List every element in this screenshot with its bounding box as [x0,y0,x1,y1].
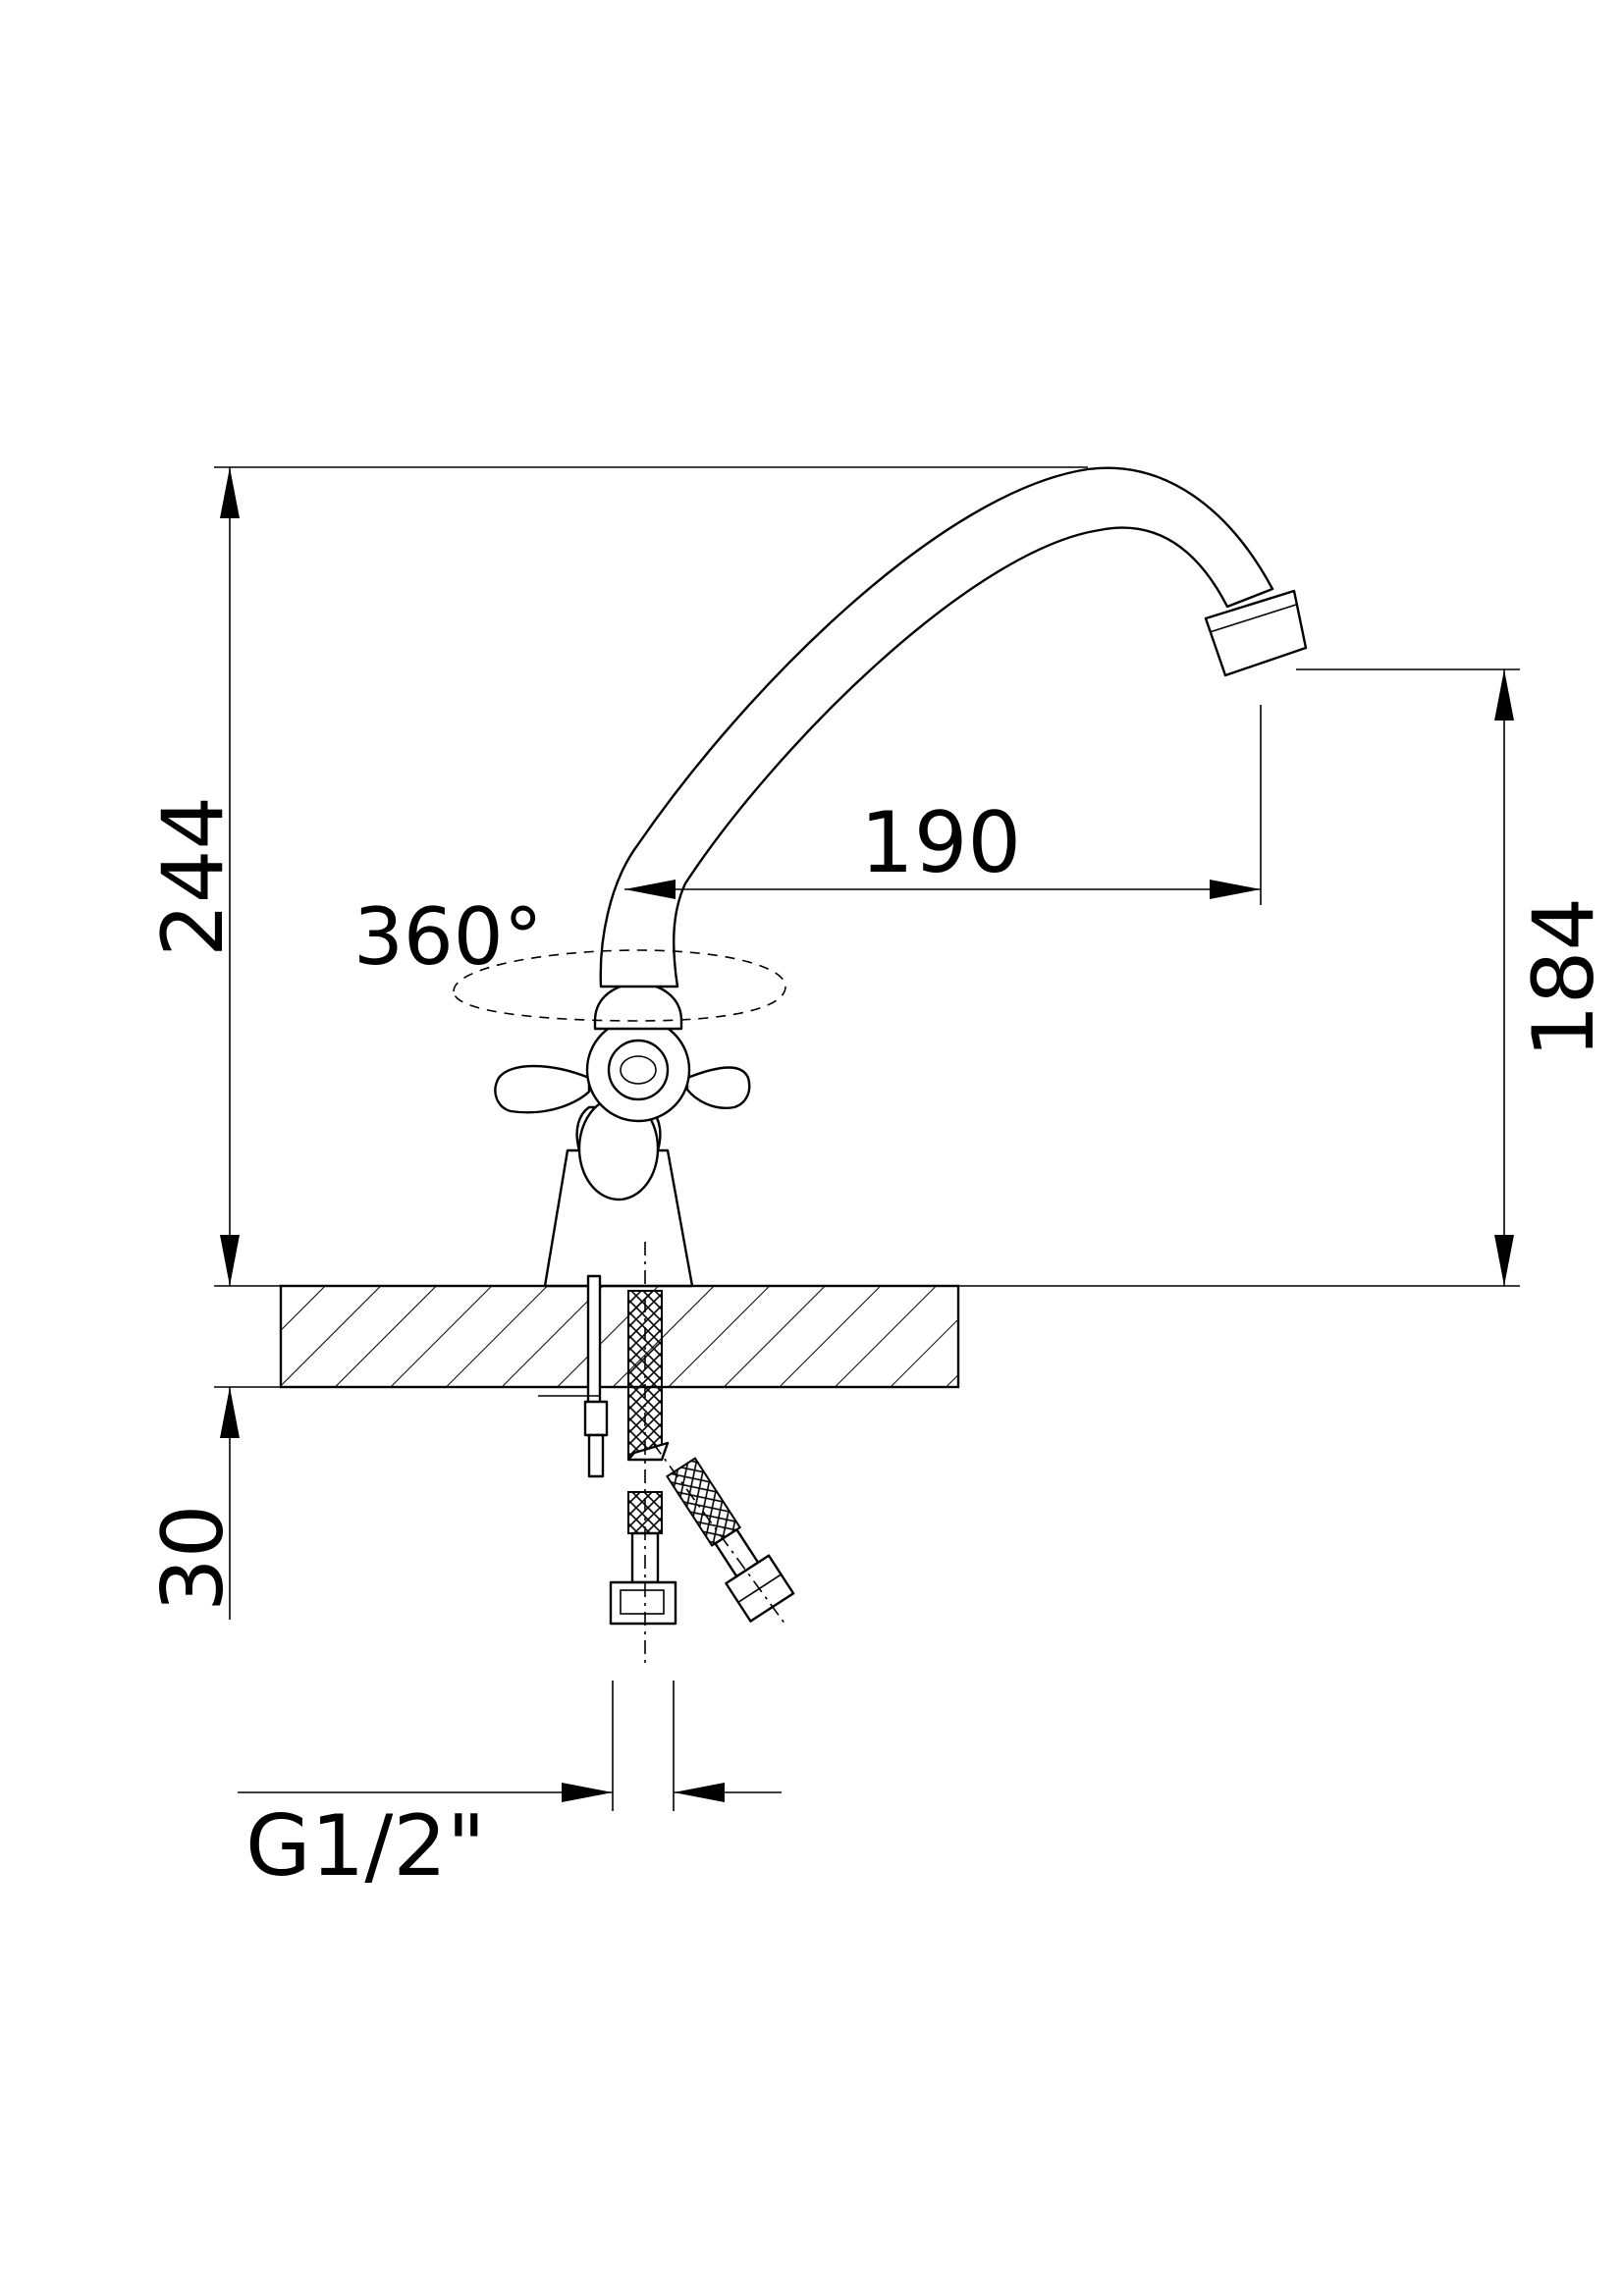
flexible-hose-right [666,1457,795,1623]
dimension-connection-thread: G1/2" [238,1681,782,1896]
dimension-spout-reach: 190 [624,705,1262,905]
dimension-deck-thickness: 30 [144,1386,281,1620]
connection-thread-label: G1/2" [245,1797,486,1896]
dimension-outlet-height: 184 [958,668,1613,1287]
faucet-body [494,982,751,1288]
spout-reach-label: 190 [860,794,1021,892]
aerator [1204,589,1308,677]
center-lines [644,1242,786,1669]
dimension-total-height: 244 [144,466,1088,1287]
swivel-spout [599,466,1308,988]
total-height-label: 244 [144,796,243,957]
rotation-indicator: 360° [353,891,786,1022]
deck-thickness-label: 30 [144,1505,243,1612]
flexible-hose-left [609,1290,677,1626]
outlet-height-label: 184 [1515,897,1613,1058]
rotation-label: 360° [353,891,543,983]
mounting-stud [538,1274,609,1478]
countertop-section [279,1284,960,1389]
